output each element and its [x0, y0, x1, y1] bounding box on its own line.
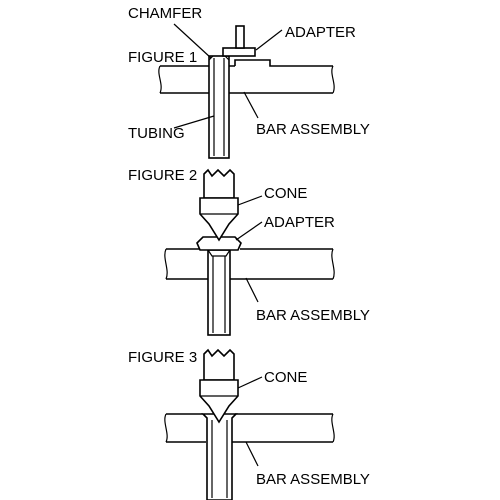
adapter-leader-1 [255, 29, 283, 51]
cone-leader-3 [237, 376, 263, 389]
figure-3-title: FIGURE 3 [128, 349, 197, 366]
figure-3-bar-assembly [164, 413, 335, 443]
figure-3-tubing [201, 413, 238, 500]
tubing-leader [173, 115, 215, 129]
adapter-label-1: ADAPTER [285, 24, 356, 41]
figure-2-cone [199, 168, 239, 242]
figure-2-bar-assembly [164, 248, 335, 280]
bar-assembly-label-3: BAR ASSEMBLY [256, 471, 370, 488]
figure-2-tubing [207, 249, 231, 336]
adapter-leader-2 [235, 221, 263, 241]
figure-2: FIGURE 2 CONE ADAPTER BAR ASSEMBLY [128, 167, 370, 336]
bar-assembly-label-2: BAR ASSEMBLY [256, 307, 370, 324]
bar-assembly-label-1: BAR ASSEMBLY [256, 121, 370, 138]
figure-3-cone [199, 348, 239, 424]
figure-1-title: FIGURE 1 [128, 49, 197, 66]
bar-assembly-leader-2 [245, 277, 259, 303]
figure-1: CHAMFER ADAPTER FIGURE 1 TUBING BAR ASSE… [128, 5, 370, 159]
chamfer-label: CHAMFER [128, 5, 202, 22]
figure-3: FIGURE 3 CONE BAR ASSEMBLY [128, 348, 370, 500]
cone-label-3: CONE [264, 369, 307, 386]
cone-leader-2 [237, 195, 263, 206]
figure-1-tubing [208, 55, 230, 159]
bar-assembly-leader-3 [245, 441, 259, 467]
figure-2-adapter [196, 236, 242, 257]
figure-1-adapter [222, 25, 256, 57]
chamfer-leader [173, 23, 212, 59]
adapter-label-2: ADAPTER [264, 214, 335, 231]
tubing-label: TUBING [128, 125, 185, 142]
bar-assembly-leader-1 [243, 91, 259, 119]
cone-label-2: CONE [264, 185, 307, 202]
figure-2-title: FIGURE 2 [128, 167, 197, 184]
